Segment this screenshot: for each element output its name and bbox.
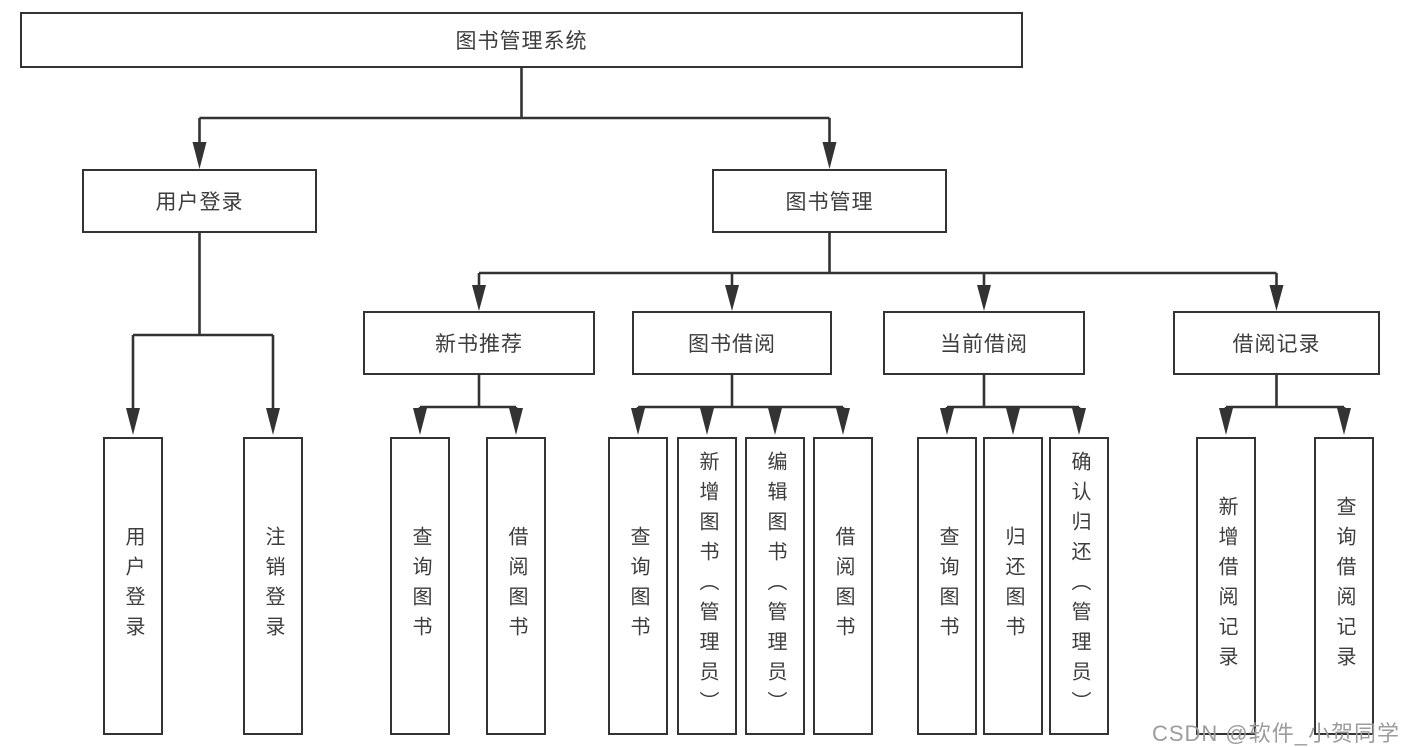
node-label: 查询借阅记录 xyxy=(1333,496,1355,676)
node-label: 注销登录 xyxy=(262,526,284,646)
node-label: 图书管理系统 xyxy=(455,30,588,53)
node-label: 新书推荐 xyxy=(435,333,523,356)
node-label: 查询图书 xyxy=(627,526,649,646)
node-label: 图书借阅 xyxy=(688,333,776,356)
node-borrowing-records: 借阅记录 xyxy=(1173,311,1380,375)
node-label: 图书管理 xyxy=(785,191,874,214)
node-new-book-recommend: 新书推荐 xyxy=(363,311,595,375)
node-label: 借阅图书 xyxy=(505,526,527,646)
leaf-query-books-recommend: 查询图书 xyxy=(390,437,450,735)
leaf-return-books: 归还图书 xyxy=(983,437,1043,735)
node-label: 新增借阅记录 xyxy=(1215,496,1237,676)
edge-root-to-level2 xyxy=(198,68,831,144)
edge-book-mgmt-to-level3 xyxy=(477,233,1278,286)
leaf-add-borrow-record: 新增借阅记录 xyxy=(1196,437,1256,735)
leaf-confirm-return-admin: 确认归还（管理员） xyxy=(1049,437,1109,735)
node-user-login: 用户登录 xyxy=(82,169,317,233)
node-label: 借阅记录 xyxy=(1232,333,1321,356)
edge-book-borrow-to-leaves xyxy=(636,375,845,411)
node-label: 编辑图书（管理员） xyxy=(764,451,786,721)
leaf-query-books-current: 查询图书 xyxy=(917,437,977,735)
leaf-query-borrow-record: 查询借阅记录 xyxy=(1314,437,1374,735)
node-label: 用户登录 xyxy=(122,526,144,646)
leaf-borrow-books: 借阅图书 xyxy=(813,437,873,735)
edge-borrow-records-to-leaves xyxy=(1224,375,1346,411)
arrowheads xyxy=(126,142,1351,435)
node-label: 归还图书 xyxy=(1002,526,1024,646)
edge-user-login-to-leaves xyxy=(131,233,275,409)
leaf-borrow-books-recommend: 借阅图书 xyxy=(486,437,546,735)
leaf-add-book-admin: 新增图书（管理员） xyxy=(677,437,737,735)
node-label: 借阅图书 xyxy=(832,526,854,646)
node-label: 用户登录 xyxy=(155,191,244,214)
leaf-logout: 注销登录 xyxy=(243,437,303,735)
leaf-query-books-borrowing: 查询图书 xyxy=(608,437,668,735)
node-label: 确认归还（管理员） xyxy=(1068,451,1090,721)
node-label: 查询图书 xyxy=(936,526,958,646)
node-current-borrowing: 当前借阅 xyxy=(883,311,1085,375)
node-label: 新增图书（管理员） xyxy=(696,451,718,721)
csdn-watermark: CSDN @软件_小贺同学 xyxy=(1151,721,1400,746)
leaf-user-login: 用户登录 xyxy=(103,437,163,735)
node-label: 查询图书 xyxy=(409,526,431,646)
node-book-management: 图书管理 xyxy=(712,169,947,233)
node-label: 当前借阅 xyxy=(940,333,1028,356)
edge-new-book-rec-to-leaves xyxy=(418,375,518,411)
node-root-system: 图书管理系统 xyxy=(20,12,1023,68)
leaf-edit-book-admin: 编辑图书（管理员） xyxy=(745,437,805,735)
edge-current-borrow-to-leaves xyxy=(945,375,1081,411)
node-book-borrowing: 图书借阅 xyxy=(632,311,832,375)
